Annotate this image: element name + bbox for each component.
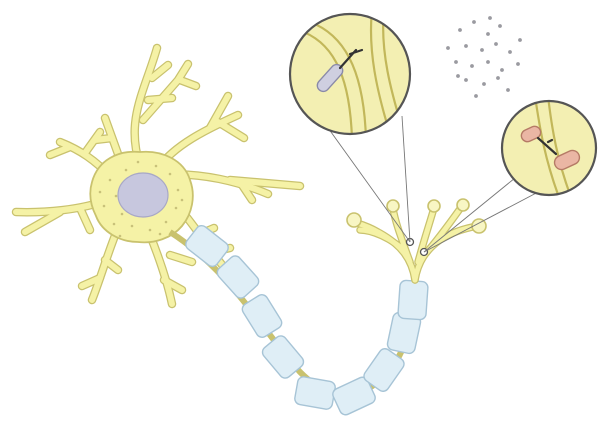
cytoplasm-granule (103, 205, 106, 208)
particle (500, 68, 504, 72)
cytoplasm-granule (149, 229, 152, 232)
particle (474, 94, 478, 98)
myelin-segment (240, 292, 284, 339)
particle (464, 44, 468, 48)
cytoplasm-granule (99, 191, 102, 194)
axon-terminals (354, 206, 478, 280)
cytoplasm-granule (125, 169, 128, 172)
cytoplasm-granule (109, 179, 112, 182)
myelin-sheath (183, 223, 428, 416)
synaptic-bouton (387, 200, 399, 212)
zoom-inset-pink-receptor (502, 96, 596, 200)
particle (498, 24, 502, 28)
cytoplasm-granule (177, 189, 180, 192)
synaptic-bouton (428, 200, 440, 212)
cytoplasm-granule (175, 207, 178, 210)
particle (518, 38, 522, 42)
particle (456, 74, 460, 78)
particle (458, 28, 462, 32)
cytoplasm-granule (155, 165, 158, 168)
cytoplasm-granule (181, 199, 184, 202)
synaptic-bouton (457, 199, 469, 211)
cytoplasm-granule (119, 235, 122, 238)
particle (508, 50, 512, 54)
particle (494, 42, 498, 46)
cytoplasm-granule (115, 195, 118, 198)
particle (488, 16, 492, 20)
cytoplasm-granule (165, 221, 168, 224)
cytoplasm-granule (131, 225, 134, 228)
particle (470, 64, 474, 68)
cytoplasm-granule (121, 213, 124, 216)
cytoplasm-granule (159, 233, 162, 236)
cytoplasm-granule (113, 223, 116, 226)
cytoplasm-granule (137, 161, 140, 164)
particle (486, 60, 490, 64)
particle (516, 62, 520, 66)
particle (464, 78, 468, 82)
particle (506, 88, 510, 92)
particle (486, 32, 490, 36)
particle (472, 20, 476, 24)
neurotransmitter-particles (446, 16, 522, 98)
myelin-segment (294, 376, 336, 410)
particle (454, 60, 458, 64)
nucleus (118, 173, 168, 217)
zoom-inset-gray-receptor (290, 10, 410, 140)
cytoplasm-granule (169, 173, 172, 176)
particle (482, 82, 486, 86)
particle (496, 76, 500, 80)
particle (446, 46, 450, 50)
synaptic-bouton (347, 213, 361, 227)
particle (480, 48, 484, 52)
myelin-segment (398, 280, 429, 320)
